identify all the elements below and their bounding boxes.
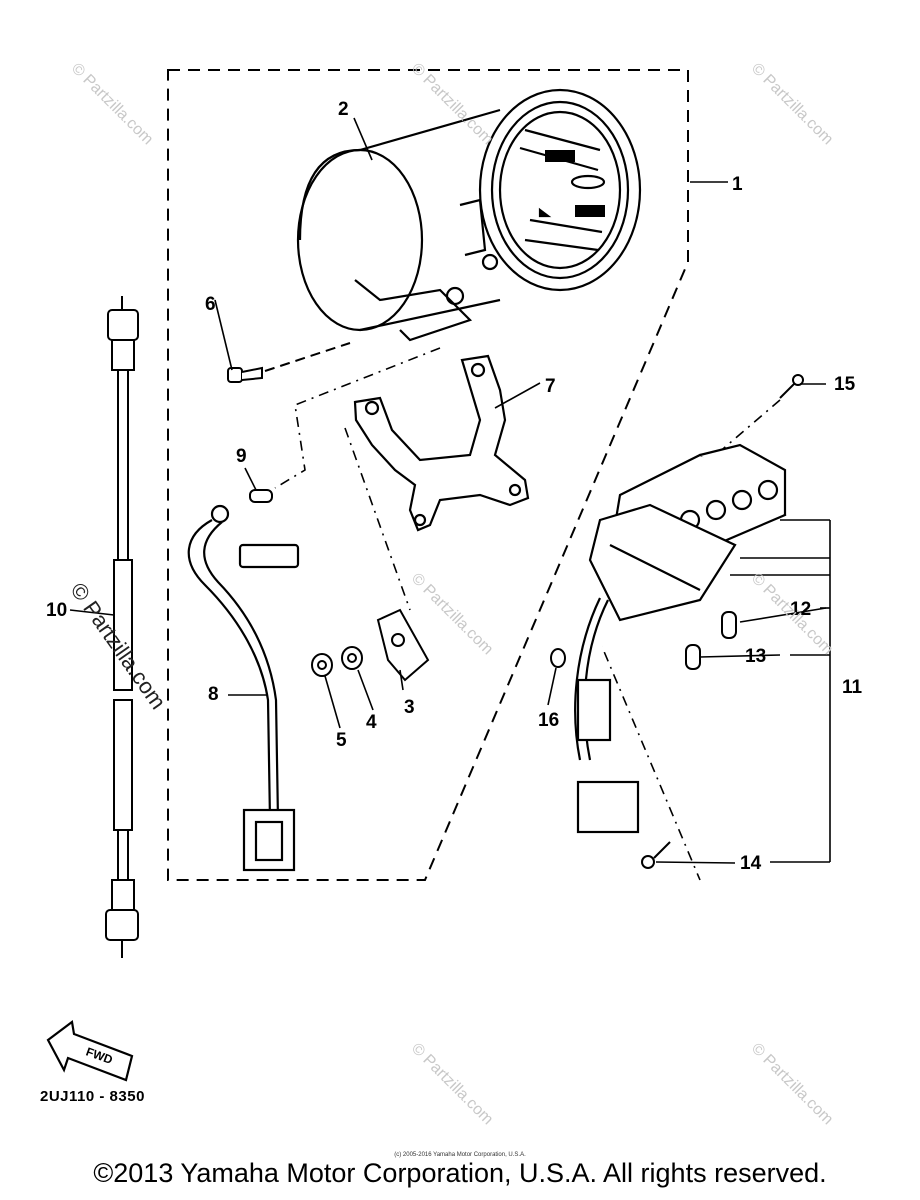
callout-3: 3 bbox=[404, 697, 415, 718]
callout-10: 10 bbox=[46, 600, 67, 621]
leader-lines bbox=[274, 347, 781, 881]
callout-lines bbox=[69, 117, 831, 864]
callout-16: 16 bbox=[538, 710, 559, 731]
callout-1: 1 bbox=[732, 174, 743, 195]
fwd-arrow-icon: FWD bbox=[46, 1020, 134, 1082]
callout-13: 13 bbox=[745, 646, 766, 667]
callout-14: 14 bbox=[740, 853, 762, 874]
callout-12: 12 bbox=[790, 599, 811, 620]
callout-4: 4 bbox=[366, 712, 377, 733]
copyright: ©2013 Yamaha Motor Corporation, U.S.A. A… bbox=[93, 1158, 827, 1188]
callout-8: 8 bbox=[208, 684, 219, 705]
speedometer-cable-icon bbox=[105, 296, 139, 958]
assembly-boundary bbox=[167, 69, 689, 881]
wire-harness-icon bbox=[187, 504, 300, 872]
washer-nut-icon bbox=[311, 608, 430, 682]
bulb-icon bbox=[249, 489, 273, 503]
screw-icon bbox=[227, 342, 351, 383]
callout-9: 9 bbox=[236, 446, 247, 467]
callout-15: 15 bbox=[834, 374, 856, 395]
fine-print: (c) 2005-2016 Yamaha Motor Corporation, … bbox=[394, 1152, 526, 1158]
indicator-light-panel-icon bbox=[574, 443, 787, 834]
screw-14-icon bbox=[641, 841, 671, 869]
grommet-icon bbox=[550, 648, 566, 668]
speedometer-icon bbox=[296, 88, 642, 342]
callout-2: 2 bbox=[338, 99, 349, 120]
diagram-code: 2UJ110 - 8350 bbox=[40, 1088, 145, 1105]
bracket-icon bbox=[353, 354, 530, 532]
callout-6: 6 bbox=[205, 294, 216, 315]
callout-11: 11 bbox=[842, 677, 863, 698]
screw-15-icon bbox=[779, 374, 804, 399]
callout-7: 7 bbox=[545, 376, 556, 397]
bulbs-icon bbox=[685, 611, 737, 670]
callout-5: 5 bbox=[336, 730, 347, 751]
